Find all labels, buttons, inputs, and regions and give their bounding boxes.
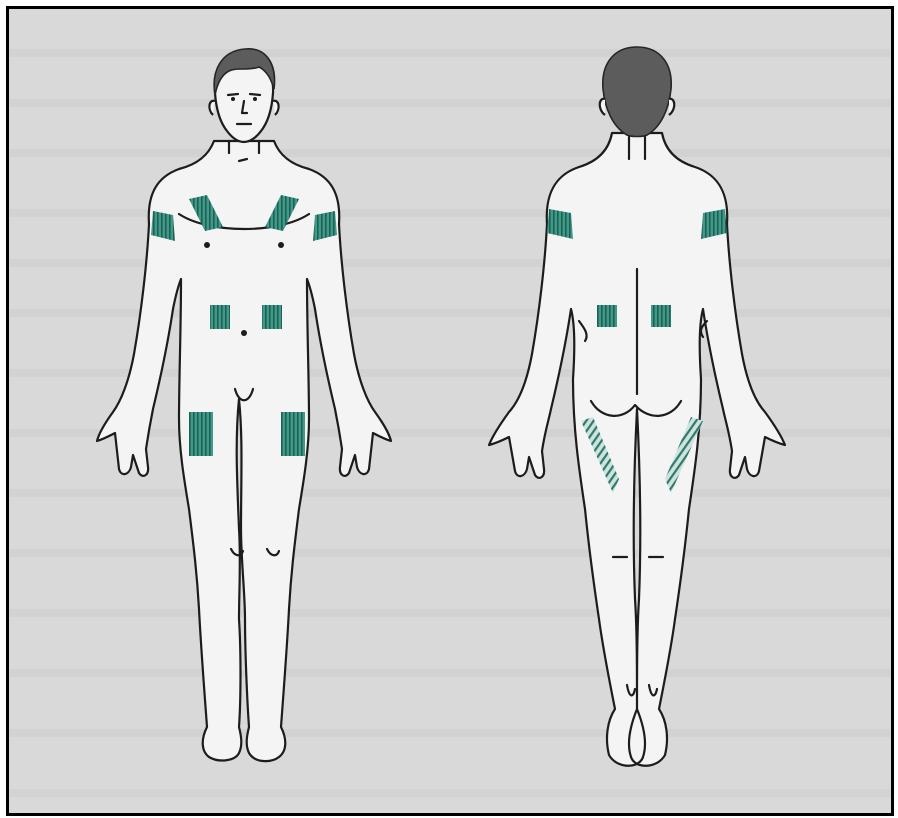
front-site-abdomen-right: [262, 305, 282, 329]
right-nipple: [278, 242, 284, 248]
front-site-thigh-right: [281, 412, 305, 456]
navel: [241, 330, 247, 336]
right-eye: [253, 97, 257, 101]
front-body-outline: [97, 141, 391, 761]
back-hair: [603, 47, 671, 137]
front-site-abdomen-left: [210, 305, 230, 329]
left-nipple: [204, 242, 210, 248]
front-site-thigh-left: [189, 412, 213, 456]
figure-frame: [6, 6, 894, 816]
back-site-lower-back-right: [651, 305, 671, 327]
back-head: [600, 47, 675, 137]
left-eye: [231, 97, 235, 101]
body-diagram: [9, 9, 891, 813]
back-site-lower-back-left: [597, 305, 617, 327]
